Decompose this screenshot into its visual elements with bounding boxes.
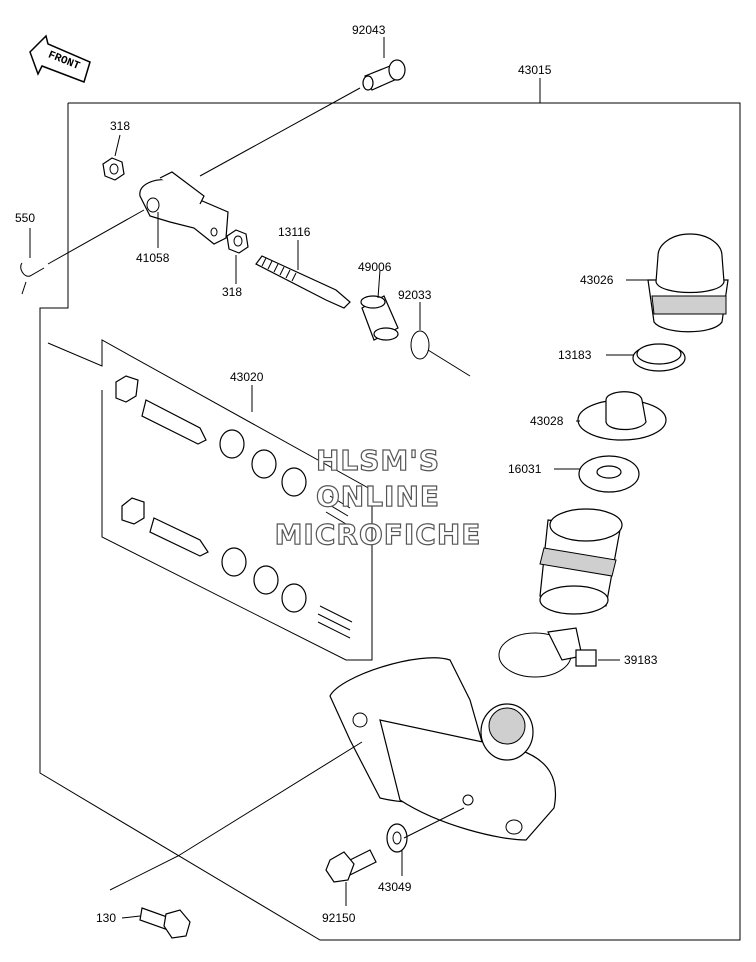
push-rod-13116-icon [255,255,351,309]
leader-bolt-axis [109,741,363,891]
boot-49006-icon [360,295,399,341]
front-arrow-icon: FRONT [29,34,91,83]
hose-clamp-39183-icon [498,627,597,678]
master-cylinder-body-icon [329,657,557,841]
part-label-92033[interactable]: 92033 [398,288,432,302]
nut-318-upper-icon [102,157,125,181]
part-label-41058[interactable]: 41058 [136,251,170,265]
washer-43049-icon [386,823,408,853]
part-label-92150[interactable]: 92150 [322,911,356,925]
leader-pin-axis [199,87,361,177]
watermark-line-1: HLSM'S [316,444,440,477]
leader-ring-axis [427,349,471,377]
part-label-43026[interactable]: 43026 [580,273,614,287]
part-label-13116[interactable]: 13116 [278,225,311,239]
snap-ring-92033-icon [410,330,430,360]
assembly-43015-outline [39,102,741,941]
washer-16031-icon [578,455,640,493]
part-label-43028[interactable]: 43028 [530,414,564,428]
part-label-92043[interactable]: 92043 [352,23,386,37]
bolt-92150-icon [325,849,377,883]
part-label-43015[interactable]: 43015 [518,63,552,77]
part-label-130[interactable]: 130 [96,911,116,925]
watermark: HLSM'S ONLINE MICROFICHE [274,443,482,551]
part-label-318-upper[interactable]: 318 [110,119,130,133]
diaphragm-43028-icon [577,391,667,441]
part-label-43020[interactable]: 43020 [230,370,264,384]
leader-130 [121,915,141,919]
kit-lower-parts-icon [121,497,353,639]
plate-13183-icon [632,343,686,372]
part-label-43049[interactable]: 43049 [378,880,412,894]
leader-318-upper [114,134,121,157]
nut-318-lower-icon [226,229,249,254]
bolt-130-icon [139,907,191,939]
kit-43020-outline [47,339,373,661]
leader-clevis-axis [47,209,145,265]
watermark-line-2: ONLINE [316,480,440,513]
part-label-39183[interactable]: 39183 [624,653,658,667]
clevis-41058-icon [139,171,229,245]
reservoir-cap-43026-icon [647,233,729,333]
part-label-318-lower[interactable]: 318 [222,285,242,299]
leader-49006 [377,269,381,299]
part-label-550[interactable]: 550 [15,211,35,225]
part-label-13183[interactable]: 13183 [558,348,592,362]
reservoir-bellows-icon [539,508,623,615]
pin-92043-icon [362,59,406,91]
watermark-line-3: MICROFICHE [275,518,482,551]
part-label-49006[interactable]: 49006 [358,260,392,274]
leader-washer-axis [403,807,465,839]
part-label-16031[interactable]: 16031 [508,462,542,476]
kit-upper-parts-icon [115,375,351,525]
cotter-pin-550-icon [20,262,45,295]
